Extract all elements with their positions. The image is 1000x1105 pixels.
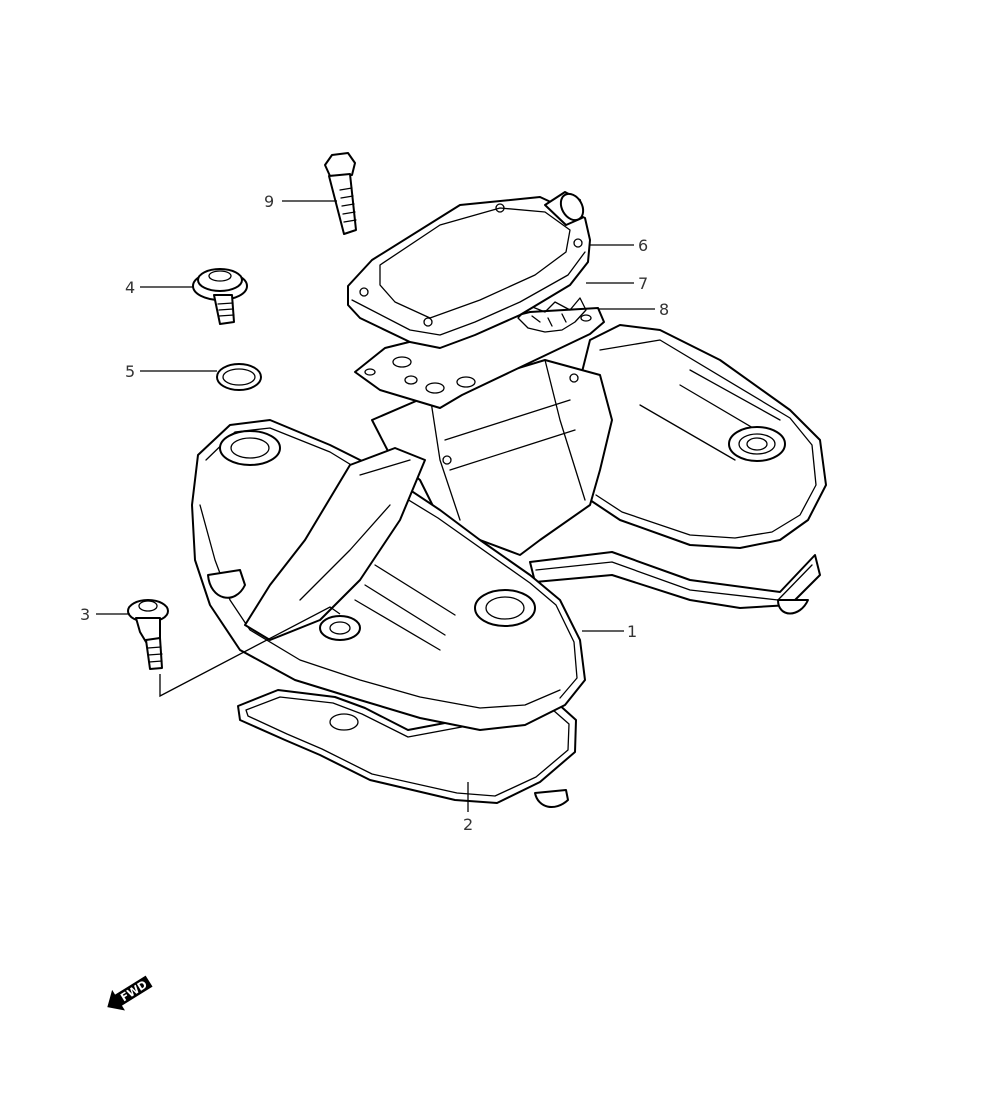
- callout-3: 3: [80, 605, 90, 624]
- part-5-o-ring: [216, 363, 262, 391]
- fwd-label: FWD: [118, 978, 149, 1004]
- part-4-washer-bolt: [192, 268, 248, 325]
- part-6-breather-cover: [347, 191, 591, 349]
- part-7-filter-element: [517, 297, 587, 333]
- rear-gasket: [529, 551, 821, 615]
- callout-5: 5: [125, 362, 135, 381]
- callout-4: 4: [125, 278, 135, 297]
- callout-8: 8: [659, 300, 669, 319]
- fwd-arrow-icon: FWD: [107, 975, 153, 1011]
- callout-9: 9: [264, 192, 274, 211]
- leader-lines: [96, 200, 655, 812]
- callout-2: 2: [463, 815, 473, 834]
- part-3-bolt: [127, 599, 169, 670]
- callout-1: 1: [627, 622, 637, 641]
- callout-7: 7: [638, 274, 648, 293]
- part-9-bolt: [324, 152, 357, 235]
- callout-6: 6: [638, 236, 648, 255]
- part-1-cylinder-head-cover: [191, 324, 827, 731]
